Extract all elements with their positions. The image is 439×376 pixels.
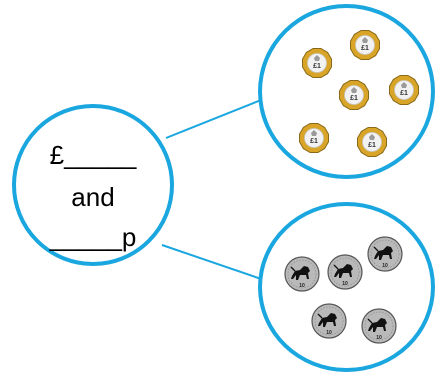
pound-coin: £1 bbox=[299, 123, 329, 153]
pound-coin-label: £1 bbox=[361, 45, 369, 52]
ten-pence-coin: 10 bbox=[327, 254, 363, 290]
pound-coin-label: £1 bbox=[350, 95, 358, 102]
ten-pence-coin-label: 10 bbox=[376, 335, 382, 341]
pound-coins-group: £1 £1 £1 £1 £1 £1 bbox=[299, 30, 419, 157]
pound-coin: £1 bbox=[339, 80, 369, 110]
pound-coin: £1 bbox=[357, 127, 387, 157]
prompt-circle: £_____ and _____p bbox=[12, 104, 174, 266]
ten-pence-coin: 10 bbox=[311, 303, 347, 339]
ten-pence-coin-label: 10 bbox=[299, 283, 305, 289]
connector-to-ten-pence-coins bbox=[161, 244, 271, 283]
ten-pence-coin-label: 10 bbox=[382, 263, 388, 269]
and-text: and bbox=[71, 182, 115, 212]
pound-coin-label: £1 bbox=[310, 138, 318, 145]
ten-pence-coin: 10 bbox=[367, 236, 403, 272]
ten-pence-coin: 10 bbox=[361, 308, 397, 344]
pound-coins-circle: £1 £1 £1 £1 £1 £1 bbox=[258, 4, 435, 179]
pound-coin: £1 bbox=[389, 75, 419, 105]
pound-coin-label: £1 bbox=[368, 142, 376, 149]
pound-coin: £1 bbox=[350, 30, 380, 60]
ten-pence-coin-label: 10 bbox=[326, 330, 332, 336]
pound-coin-label: £1 bbox=[400, 90, 408, 97]
pence-blank-text: _____p bbox=[49, 222, 137, 252]
ten-pence-coins-circle: 10 10 10 10 10 bbox=[258, 202, 435, 372]
ten-pence-coin: 10 bbox=[284, 256, 320, 292]
ten-pence-coin-label: 10 bbox=[342, 281, 348, 287]
connector-to-pound-coins bbox=[165, 97, 267, 139]
pounds-blank-text: £_____ bbox=[49, 140, 137, 170]
pound-coin-label: £1 bbox=[313, 63, 321, 70]
ten-pence-coins-group: 10 10 10 10 10 bbox=[284, 236, 403, 344]
pound-coin: £1 bbox=[302, 48, 332, 78]
